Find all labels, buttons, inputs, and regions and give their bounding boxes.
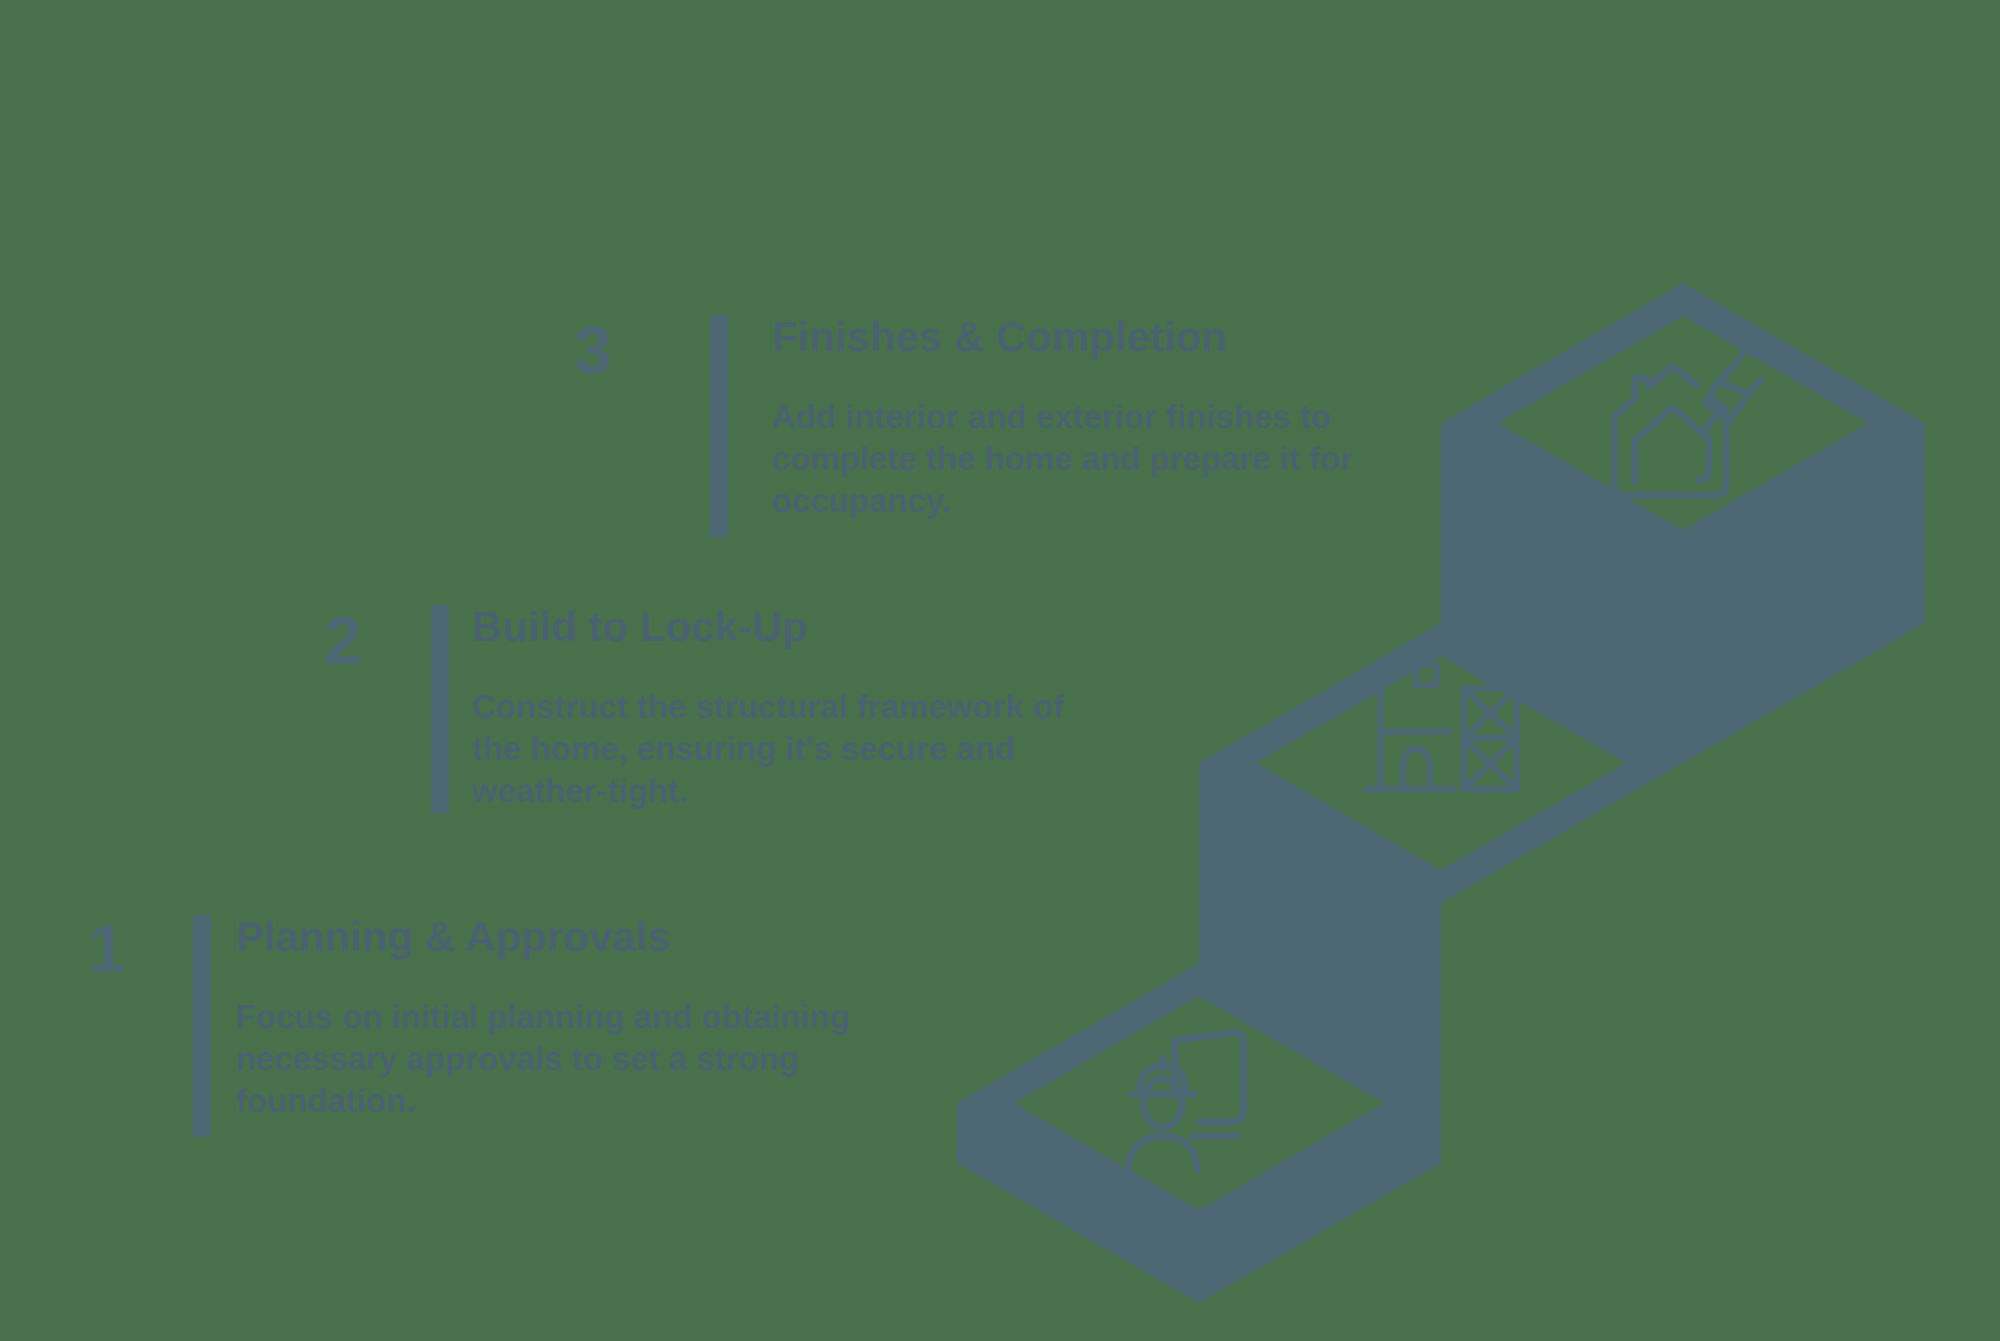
step-2-number: 2 bbox=[324, 603, 362, 679]
architect-with-blueprint-icon bbox=[1124, 1029, 1247, 1173]
step-1-number: 1 bbox=[88, 911, 126, 987]
step-1-description: Focus on initial planning and obtaining … bbox=[236, 998, 851, 1119]
step-1-divider-bar bbox=[193, 915, 211, 1137]
step-3-number: 3 bbox=[574, 312, 612, 388]
step-3-divider-bar bbox=[710, 315, 728, 537]
step-1-text-block: Planning & Approvals Focus on initial pl… bbox=[236, 912, 891, 1122]
house-under-construction-icon bbox=[1363, 634, 1520, 793]
house-with-paintbrush-icon bbox=[1610, 342, 1764, 499]
staircase-steps-shape bbox=[957, 283, 1925, 1303]
step-3-description: Add interior and exterior finishes to co… bbox=[772, 398, 1354, 519]
step-3-text-block: Finishes & Completion Add interior and e… bbox=[772, 312, 1414, 522]
step-1-title: Planning & Approvals bbox=[236, 913, 671, 960]
step-3-title: Finishes & Completion bbox=[772, 313, 1228, 360]
step-2-text-block: Build to Lock-Up Construct the structura… bbox=[472, 602, 1084, 812]
step-2-divider-bar bbox=[431, 605, 449, 813]
step-2-description: Construct the structural framework of th… bbox=[472, 688, 1065, 809]
step-2-title: Build to Lock-Up bbox=[472, 603, 808, 650]
